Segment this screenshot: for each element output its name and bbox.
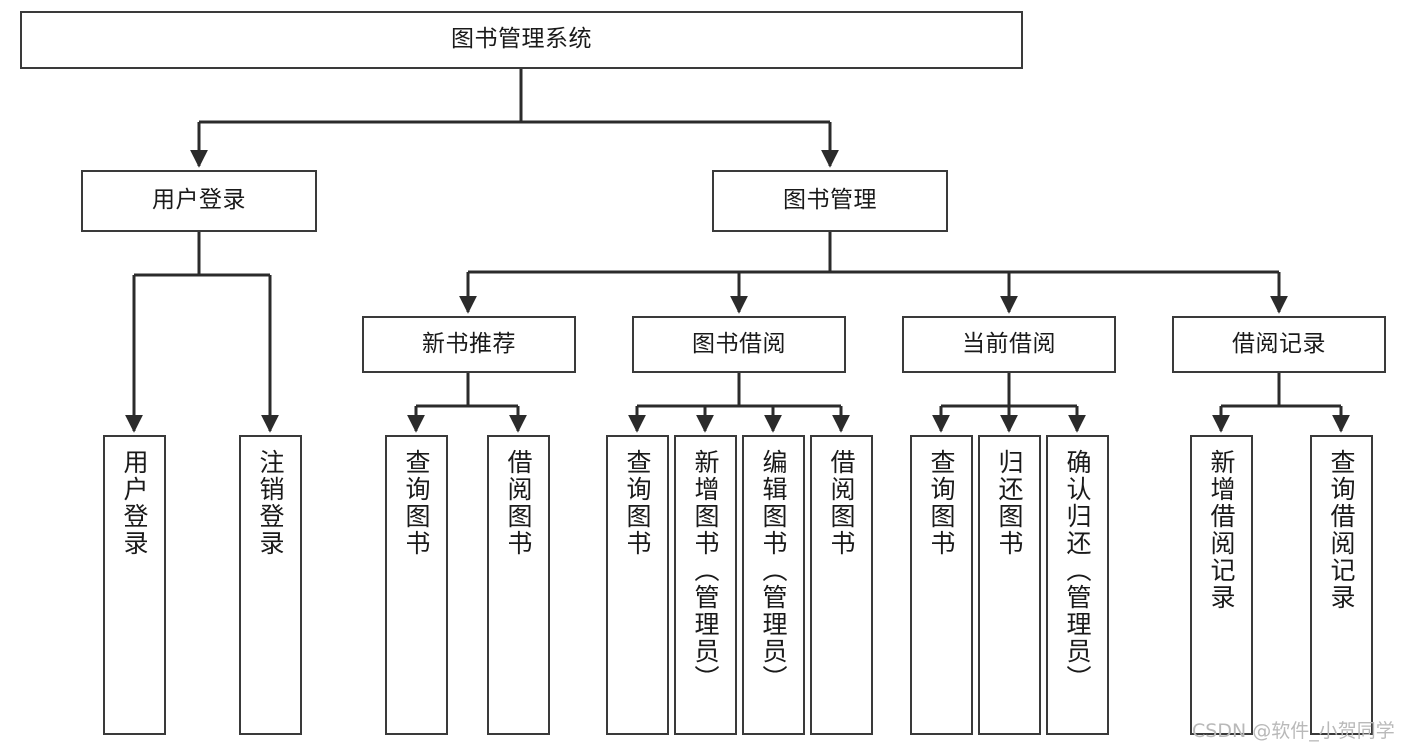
leaf-new-book-borrow[interactable]: 借阅图书 <box>487 435 550 735</box>
node-label: 查询图书 <box>927 449 956 557</box>
node-label: 图书管理系统 <box>451 26 592 53</box>
node-current-borrow[interactable]: 当前借阅 <box>902 316 1116 373</box>
node-label: 借阅图书 <box>504 449 533 557</box>
node-label: 查询借阅记录 <box>1327 449 1356 611</box>
node-label: 查询图书 <box>623 449 652 557</box>
leaf-current-borrow-query[interactable]: 查询图书 <box>910 435 973 735</box>
node-label: 用户登录 <box>120 449 149 557</box>
node-root-system[interactable]: 图书管理系统 <box>20 11 1023 69</box>
leaf-borrow-record-query[interactable]: 查询借阅记录 <box>1310 435 1373 735</box>
node-label: 用户登录 <box>152 187 246 214</box>
node-label: 查询图书 <box>402 449 431 557</box>
node-new-book-recommend[interactable]: 新书推荐 <box>362 316 576 373</box>
leaf-book-borrow-borrow[interactable]: 借阅图书 <box>810 435 873 735</box>
node-user-login[interactable]: 用户登录 <box>81 170 317 232</box>
node-book-borrow[interactable]: 图书借阅 <box>632 316 846 373</box>
leaf-user-login-login[interactable]: 用户登录 <box>103 435 166 735</box>
leaf-user-login-logout[interactable]: 注销登录 <box>239 435 302 735</box>
leaf-borrow-record-add[interactable]: 新增借阅记录 <box>1190 435 1253 735</box>
node-label: 确认归还（管理员） <box>1063 449 1092 692</box>
watermark-text: CSDN @软件_小贺同学 <box>1192 720 1395 742</box>
node-label: 归还图书 <box>995 449 1024 557</box>
node-label: 借阅记录 <box>1232 330 1326 357</box>
node-borrow-record[interactable]: 借阅记录 <box>1172 316 1386 373</box>
node-book-manage[interactable]: 图书管理 <box>712 170 948 232</box>
node-label: 编辑图书（管理员） <box>759 449 788 692</box>
node-label: 借阅图书 <box>827 449 856 557</box>
leaf-current-borrow-confirm[interactable]: 确认归还（管理员） <box>1046 435 1109 735</box>
node-label: 注销登录 <box>256 449 285 557</box>
node-label: 图书借阅 <box>692 330 786 357</box>
leaf-book-borrow-add[interactable]: 新增图书（管理员） <box>674 435 737 735</box>
node-label: 新书推荐 <box>422 330 516 357</box>
node-label: 新增图书（管理员） <box>691 449 720 692</box>
node-label: 新增借阅记录 <box>1207 449 1236 611</box>
leaf-new-book-query[interactable]: 查询图书 <box>385 435 448 735</box>
node-label: 图书管理 <box>783 187 877 214</box>
leaf-book-borrow-edit[interactable]: 编辑图书（管理员） <box>742 435 805 735</box>
node-label: 当前借阅 <box>962 330 1056 357</box>
leaf-current-borrow-return[interactable]: 归还图书 <box>978 435 1041 735</box>
leaf-book-borrow-query[interactable]: 查询图书 <box>606 435 669 735</box>
